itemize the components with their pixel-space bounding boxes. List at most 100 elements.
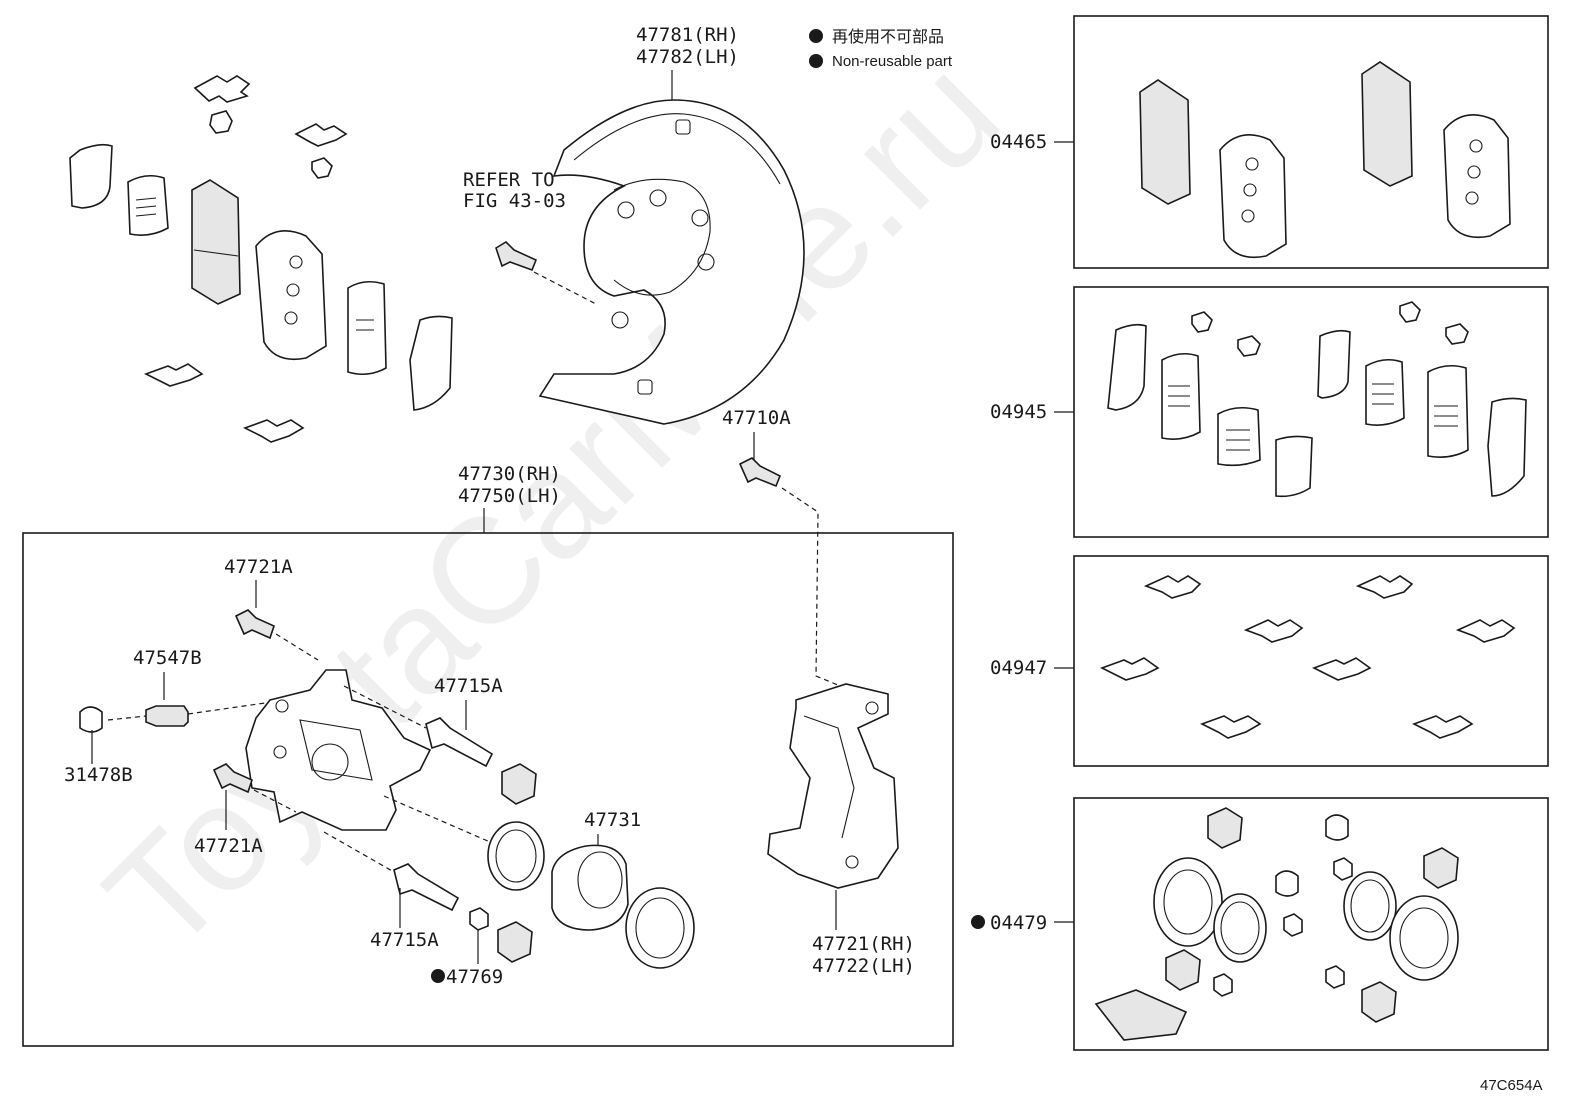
cap-icon [79, 706, 103, 733]
dust-boot-icon [625, 887, 695, 969]
caliper-body [245, 669, 432, 831]
mounting-bracket [767, 683, 899, 889]
non-reusable-dot-icon [809, 54, 823, 68]
bushing-icon [469, 907, 489, 931]
kit-04945-box [1073, 286, 1549, 538]
kit-04479-seals [1094, 807, 1459, 1041]
clip-icon [1411, 715, 1474, 739]
shim-icon [1275, 435, 1313, 498]
dust-cover [538, 99, 805, 425]
label-47721A-top: 47721A [224, 556, 293, 578]
shim-icon [127, 174, 169, 236]
piston-seal-icon [1213, 893, 1267, 963]
legend-jp: 再使用不可部品 [832, 27, 944, 46]
shim-icon [1107, 323, 1147, 411]
shim-icon [1217, 406, 1261, 467]
clip-icon [1099, 657, 1160, 681]
cap-icon [1325, 814, 1349, 841]
bolt-icon [495, 240, 538, 272]
guide-pin-icon [393, 863, 460, 912]
shim-icon [69, 143, 113, 209]
bushing-icon [1283, 913, 1303, 937]
label-47731: 47731 [584, 809, 641, 831]
boot-icon [1165, 949, 1201, 991]
label-kit-04945: 04945 [990, 401, 1047, 423]
bolt-icon [738, 457, 782, 488]
caliper-assembly-box [22, 532, 954, 1047]
clip-icon [1143, 575, 1202, 599]
clip-icon [209, 110, 233, 134]
label-kit-04947: 04947 [990, 657, 1047, 679]
boot-icon [1207, 807, 1243, 849]
kit-04947-clips [1099, 575, 1516, 739]
label-refer-line1: REFER TO [463, 169, 555, 191]
non-reusable-dot-icon [809, 29, 823, 43]
clip-icon [1237, 335, 1261, 357]
bushing-icon [1213, 973, 1233, 997]
piston-seal-icon [487, 821, 545, 891]
boot-icon [1361, 981, 1397, 1023]
label-47710A: 47710A [722, 407, 791, 429]
label-47721A-low: 47721A [194, 835, 263, 857]
boot-icon [501, 763, 537, 805]
label-caliper-lh: 47750(LH) [458, 485, 561, 507]
clip-icon [311, 157, 333, 179]
label-47547B: 47547B [133, 647, 202, 669]
bushing-icon [1325, 965, 1345, 989]
clip-icon [1311, 657, 1372, 681]
legend-en: Non-reusable part [832, 53, 953, 70]
clip-icon [242, 419, 305, 443]
non-reusable-dot-icon [971, 915, 985, 929]
boot-icon [1423, 847, 1459, 889]
bushing-icon [1333, 857, 1353, 881]
shim-icon [409, 315, 453, 411]
kit-04945-shims [1107, 301, 1527, 498]
brake-pad-icon [255, 230, 327, 361]
brake-pad-icon [191, 179, 241, 305]
shim-icon [347, 280, 387, 376]
clip-icon [1199, 715, 1262, 739]
legend: 再使用不可部品 Non-reusable part [809, 27, 953, 70]
label-refer-line2: FIG 43-03 [463, 190, 566, 212]
brake-pad-icon [1361, 61, 1413, 187]
boot-icon [497, 921, 533, 963]
bolt-icon [234, 609, 275, 640]
figure-code: 47C654A [1480, 1077, 1543, 1094]
label-kit-04479: 04479 [990, 912, 1047, 934]
clip-icon [193, 75, 251, 103]
clip-icon [1455, 619, 1516, 643]
clip-icon [143, 363, 204, 387]
label-47715A-low: 47715A [370, 929, 439, 951]
bleeder-icon [145, 705, 189, 727]
brake-pad-icon [1139, 79, 1191, 205]
label-31478B: 31478B [64, 764, 133, 786]
kit-04479-box [1073, 797, 1549, 1051]
clip-icon [1243, 619, 1304, 643]
clip-icon [1399, 301, 1421, 323]
bolt-icon [212, 763, 253, 794]
shim-icon [1317, 329, 1351, 399]
pad-group-loose [69, 75, 453, 443]
label-caliper-rh: 47730(RH) [458, 463, 561, 485]
kit-04465-pads [1139, 61, 1511, 259]
label-mounting-lh: 47722(LH) [812, 955, 915, 977]
guide-pin-icon [425, 717, 494, 768]
label-dust-cover-lh: 47782(LH) [636, 46, 739, 68]
grease-packet-icon [1094, 989, 1188, 1041]
shim-icon [1365, 358, 1405, 426]
label-47715A-top: 47715A [434, 675, 503, 697]
piston-icon [551, 844, 629, 931]
shim-icon [1487, 397, 1527, 497]
clip-icon [294, 123, 348, 147]
clip-icon [1445, 323, 1469, 345]
label-kit-04465: 04465 [990, 131, 1047, 153]
piston-seal-icon [1343, 871, 1397, 941]
cap-icon [1275, 870, 1299, 897]
brake-pad-icon [1443, 114, 1511, 239]
shim-icon [1427, 364, 1469, 458]
kit-04465-box [1073, 15, 1549, 269]
non-reusable-dot-icon [431, 969, 445, 983]
clip-icon [1191, 311, 1213, 333]
clip-icon [1355, 575, 1414, 599]
